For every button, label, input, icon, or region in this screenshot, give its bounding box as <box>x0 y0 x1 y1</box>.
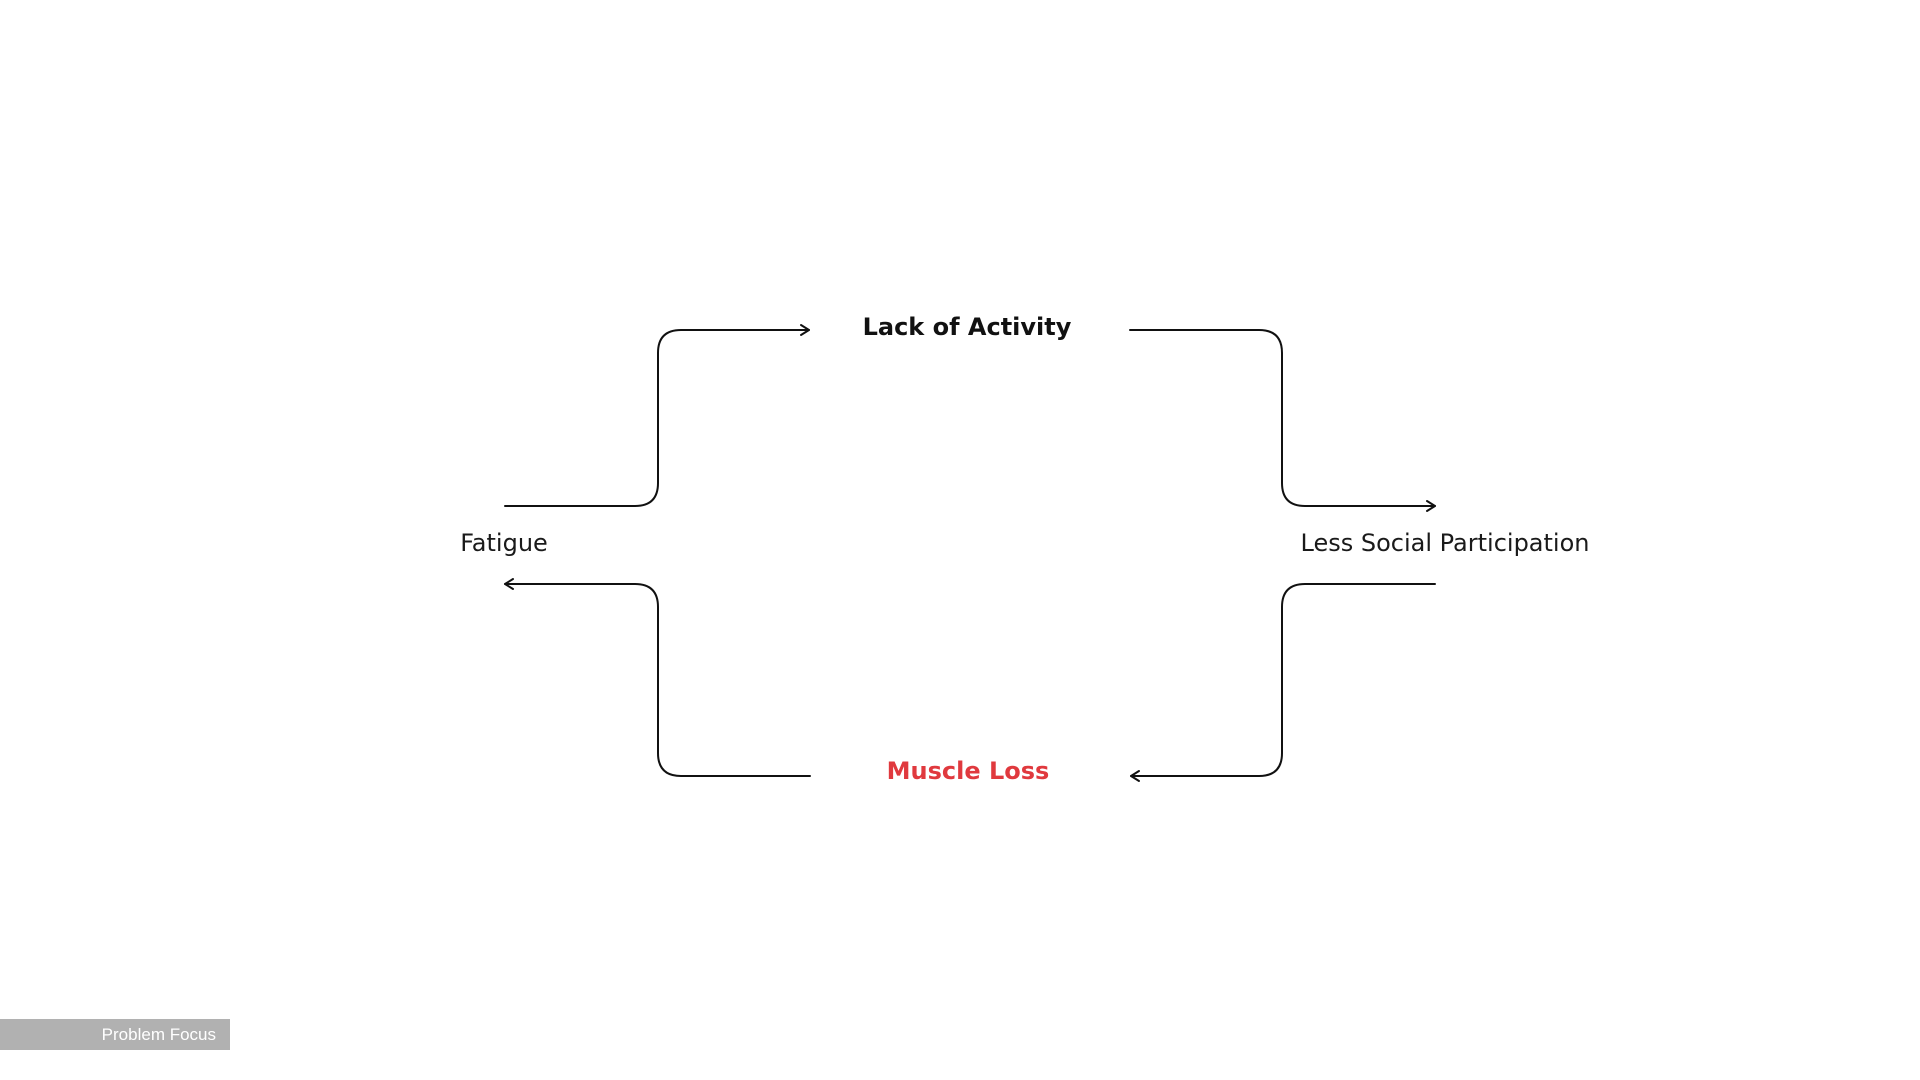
arrow-muscle-loss-to-fatigue <box>504 583 811 777</box>
arrow-less-social-participation-to-muscle-loss <box>1130 583 1436 777</box>
node-muscle-loss: Muscle Loss <box>886 757 1050 785</box>
problem-focus-tag: Problem Focus <box>0 1019 230 1050</box>
arrow-lack-of-activity-to-less-social-participation <box>1129 329 1436 507</box>
node-fatigue: Fatigue <box>460 529 548 557</box>
arrowhead-less-social-participation-to-muscle-loss <box>1130 770 1140 782</box>
arrow-fatigue-to-lack-of-activity <box>504 329 810 507</box>
arrowhead-fatigue-to-lack-of-activity <box>800 324 810 336</box>
arrowhead-lack-of-activity-to-less-social-participation <box>1426 500 1436 512</box>
node-lack-of-activity: Lack of Activity <box>862 313 1072 341</box>
arrowhead-muscle-loss-to-fatigue <box>504 578 514 590</box>
node-less-social-participation: Less Social Participation <box>1300 529 1590 557</box>
